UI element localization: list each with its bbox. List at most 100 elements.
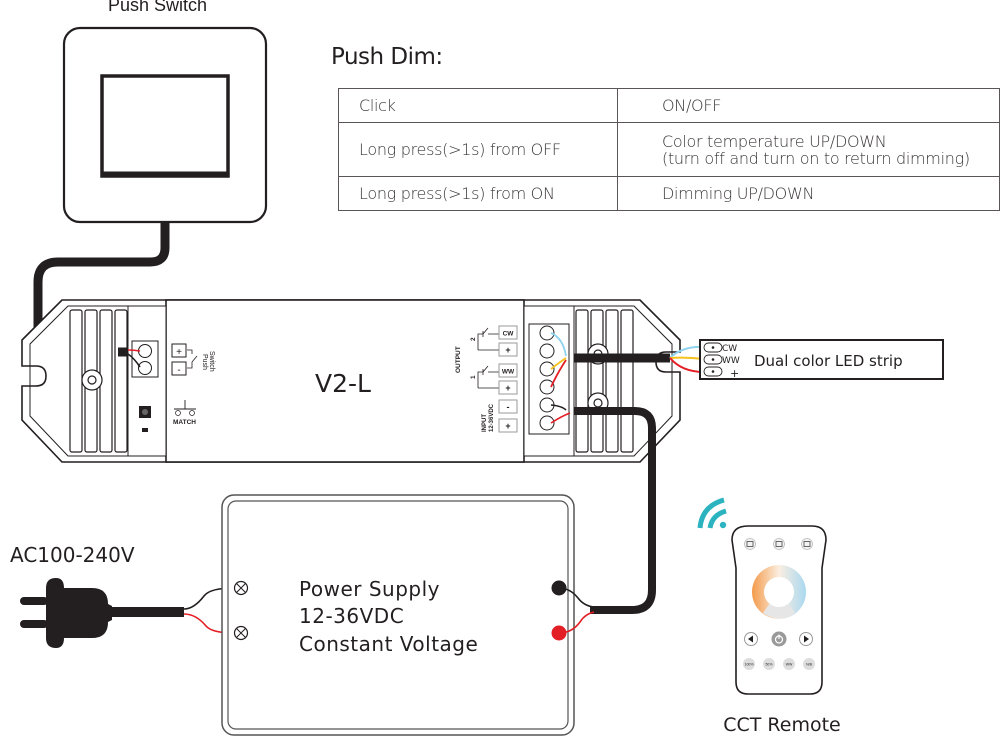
table-row: Click ON/OFF [338, 88, 1000, 123]
triangle-left-icon [748, 635, 753, 643]
triangle-right-icon [804, 635, 809, 643]
left-terminal-area [127, 305, 167, 457]
mounting-hole-inner [87, 375, 97, 385]
push-switch [62, 26, 268, 224]
result-text: Dimming UP/DOWN [662, 184, 815, 203]
cct-wheel-center [764, 577, 794, 607]
power-supply-line3: Constant Voltage [299, 632, 478, 656]
push-dim-table: Click ON/OFF Long press(>1s) from OFF Co… [338, 88, 1000, 211]
input-wire-red [550, 412, 571, 424]
output-switch-symbols [482, 327, 499, 375]
result-note: (turn off and turn on to return dimming) [662, 148, 970, 168]
warm-white-button[interactable] [783, 658, 795, 670]
dc-wire-black [558, 587, 595, 608]
brightness-100-button[interactable] [743, 658, 755, 670]
pin-label-cw: CW [503, 331, 515, 338]
button-label: N/B [806, 663, 813, 667]
dc-wire-red [558, 611, 595, 634]
power-supply: Power Supply 12-36VDC Constant Voltage [221, 494, 575, 736]
output-channel-1: 1 [470, 375, 477, 379]
cct-wheel-gap [763, 603, 795, 619]
table-row: Long press(>1s) from OFF Color temperatu… [338, 122, 1000, 177]
remote-label: CCT Remote [723, 714, 841, 736]
switch-minus-label: - [177, 365, 180, 376]
switch-plus-box [171, 343, 187, 358]
pin-box-plus [498, 342, 518, 357]
plug-prong [20, 597, 48, 605]
strip-wire-plus [669, 357, 705, 373]
controller-model: V2-L [315, 369, 371, 398]
save-icon [803, 541, 811, 547]
wireless-signal-icon [697, 497, 727, 529]
pin-box-plus [498, 418, 518, 433]
push-dim-title: Push Dim: [331, 44, 443, 70]
ac-input-label: AC100-240V [10, 543, 135, 567]
push-switch-label: Push Switch [108, 0, 208, 15]
button-label: 50% [765, 663, 772, 667]
wire-ww-yellow [550, 357, 567, 370]
dc-input-cable [574, 407, 656, 614]
match-button-cap [142, 409, 148, 415]
save-icon [775, 541, 783, 547]
power-supply-line1: Power Supply [299, 577, 440, 601]
remote-memory-buttons [744, 538, 813, 550]
ac-plug [20, 578, 184, 648]
input-wire-black [550, 404, 567, 411]
power-supply-line2: 12-36VDC [299, 604, 404, 628]
input-label-line2: 12-36VDC [489, 403, 495, 432]
ac-terminal-screw [233, 625, 249, 641]
right-heatsink-fins [575, 309, 634, 453]
pin-box-ww [498, 363, 518, 378]
memory-button-1[interactable] [744, 538, 756, 550]
pin-label-plus: + [505, 383, 510, 393]
match-symbol-contact [175, 410, 181, 416]
led-strip-label: Dual color LED strip [754, 352, 903, 370]
match-symbol [174, 400, 196, 410]
plug-cable [110, 607, 184, 617]
save-icon [746, 541, 754, 547]
match-label: MATCH [173, 419, 196, 426]
strip-pad-dot [711, 346, 715, 349]
strip-pin-ww: WW [722, 356, 740, 366]
plug-prong [20, 620, 48, 628]
table-row: Long press(>1s) from ON Dimming UP/DOWN [338, 176, 1000, 211]
cct-remote: 100% 50% WW N/B [731, 525, 827, 695]
memory-button-2[interactable] [773, 538, 785, 550]
brightness-50-button[interactable] [763, 658, 775, 670]
strip-pad-dot [711, 358, 715, 361]
input-label-line1: INPUT [482, 414, 488, 432]
switch-plus-label: + [176, 347, 182, 358]
remote-bottom-buttons: 100% 50% WW N/B [743, 658, 815, 670]
terminal-screw [138, 361, 152, 375]
output-terminal-screws [539, 325, 555, 431]
mounting-hole-inner [593, 398, 603, 408]
strip-pin-plus: + [730, 367, 739, 380]
terminal-screw [138, 344, 152, 358]
table-cell-result: Color temperature UP/DOWN (turn off and … [617, 122, 1000, 177]
status-led [142, 428, 148, 432]
memory-button-3[interactable] [801, 538, 813, 550]
strip-pin-cw: CW [722, 344, 737, 354]
push-switch-symbol [187, 349, 198, 369]
plug-body [46, 578, 112, 648]
pin-label-input-plus: + [505, 421, 510, 431]
night-button[interactable] [803, 658, 815, 670]
button-label: 100% [745, 663, 754, 667]
result-text: ON/OFF [662, 96, 722, 115]
match-symbol-contact [189, 410, 195, 416]
wire-cw-blue [550, 332, 567, 357]
pin-label-input-minus: - [507, 402, 510, 412]
power-supply-outer [221, 494, 575, 736]
push-dim-table-wrapper: Click ON/OFF Long press(>1s) from OFF Co… [338, 88, 1000, 211]
controller: + - Switch Push MATCH V2-L OUTPUT 2 1 CW… [21, 299, 681, 463]
controller-label-panel [165, 299, 525, 463]
pin-label-ww: WW [502, 369, 515, 376]
strip-pad-dot [711, 370, 715, 373]
pin-label-plus: + [505, 345, 510, 355]
result-text: Color temperature UP/DOWN [662, 131, 887, 151]
led-strip: CW WW + Dual color LED strip [699, 339, 944, 380]
button-label: WW [786, 663, 793, 667]
ac-terminal-screw [233, 580, 249, 596]
table-cell-result: ON/OFF [617, 88, 1000, 123]
